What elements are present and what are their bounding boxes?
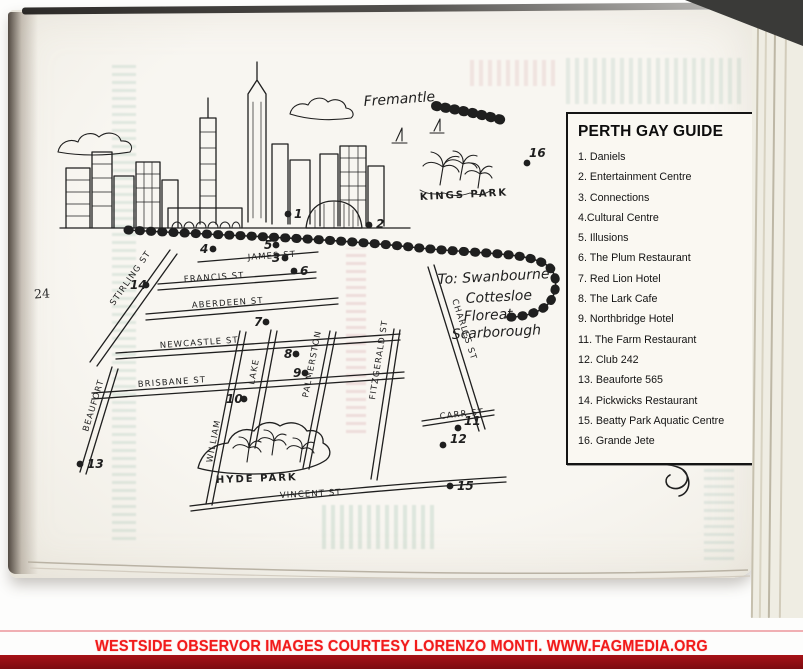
legend-item: 7. Red Lion Hotel xyxy=(578,272,661,285)
legend-item: 3. Connections xyxy=(578,191,650,204)
legend-item: 5. Illusions xyxy=(578,232,629,245)
map-marker-num-1: 1 xyxy=(294,207,302,221)
legend-item: 15. Beatty Park Aquatic Centre xyxy=(578,414,725,427)
street-label-carr-st: CARR ST xyxy=(439,407,484,422)
map-marker-dot-15 xyxy=(446,482,454,490)
map-marker-num-4: 4 xyxy=(199,242,208,256)
map-marker-dot-7 xyxy=(262,318,270,326)
street-label-william: WILLIAM xyxy=(205,419,223,464)
footer-band xyxy=(0,655,803,669)
map-marker-num-6: 6 xyxy=(300,264,308,278)
legend-item: 11. The Farm Restaurant xyxy=(578,333,697,346)
street-grid xyxy=(79,249,507,512)
page-bottom-edge xyxy=(27,561,751,580)
map-marker-dot-13 xyxy=(76,460,84,468)
map-marker-dot-8 xyxy=(292,350,300,358)
map-marker-num-8: 8 xyxy=(284,347,292,361)
hyde-park-shape xyxy=(197,421,331,475)
map-marker-dot-3 xyxy=(281,254,289,262)
destination-note-line-1: To: Swanbourne xyxy=(437,266,550,288)
fremantle-arrow xyxy=(431,101,507,125)
place-label-kings-park: KINGS PARK xyxy=(420,187,509,203)
street-label-lake: LAKE xyxy=(247,358,262,386)
scanline-artifact xyxy=(0,630,803,632)
map-marker-dot-4 xyxy=(209,245,217,253)
legend-title: PERTH GAY GUIDE xyxy=(578,123,724,140)
page-number: 24 xyxy=(33,285,51,302)
legend-item: 1. Daniels xyxy=(578,151,626,163)
legend-item: 2. Entertainment Centre xyxy=(578,171,692,184)
city-skyline xyxy=(59,61,411,229)
street-label-newcastle-st: NEWCASTLE ST xyxy=(160,336,240,351)
street-label-vincent-st: VINCENT ST xyxy=(280,488,342,501)
legend-box: PERTH GAY GUIDE 1. Daniels 2. Entertainme… xyxy=(566,112,765,466)
map-marker-num-14: 14 xyxy=(130,278,147,292)
map-marker-num-10: 10 xyxy=(226,392,243,406)
map-marker-num-7: 7 xyxy=(254,315,263,329)
map-marker-dot-5 xyxy=(272,241,280,249)
map-marker-num-13: 13 xyxy=(87,457,104,471)
legend-list: 1. Daniels 2. Entertainment Centre 3. Conn… xyxy=(578,147,755,451)
map-marker-num-5: 5 xyxy=(264,238,272,252)
street-label-fitzgerald-st: FITZGERALD ST xyxy=(368,319,390,400)
map-marker-num-9: 9 xyxy=(293,366,301,380)
legend-item: 9. Northbridge Hotel xyxy=(578,313,674,326)
place-label-hyde-park: HYDE PARK xyxy=(216,472,298,486)
map-marker-num-12: 12 xyxy=(450,432,467,446)
map-marker-num-16: 16 xyxy=(529,146,546,160)
legend-item: 8. The Lark Cafe xyxy=(578,293,658,306)
map-marker-num-2: 2 xyxy=(376,217,384,231)
map-marker-dot-2 xyxy=(365,221,373,229)
book-spine-shadow xyxy=(8,12,38,574)
legend-item: 12. Club 242 xyxy=(578,353,639,366)
map-marker-num-3: 3 xyxy=(272,251,280,265)
legend-item: 13. Beauforte 565 xyxy=(578,374,663,387)
destination-note-line-3: Floreat xyxy=(463,306,513,325)
destination-note-line-2: Cottesloe xyxy=(465,288,532,307)
map-marker-dot-9 xyxy=(301,369,309,377)
map-marker-num-15: 15 xyxy=(457,479,474,493)
place-label-fremantle: Fremantle xyxy=(363,89,435,110)
railway-line xyxy=(123,225,561,322)
page-edge-line xyxy=(767,14,777,618)
legend-item: 6. The Plum Restaurant xyxy=(578,252,691,265)
map-marker-dot-12 xyxy=(439,441,447,449)
page-edge-line xyxy=(758,14,768,618)
map-marker-dot-14 xyxy=(142,281,150,289)
kings-park-trees xyxy=(419,150,493,196)
page-edge-line xyxy=(750,14,760,618)
page-stack-edges xyxy=(750,14,803,618)
map-marker-dot-11 xyxy=(454,424,462,432)
watermark-text: WESTSIDE OBSERVOR IMAGES COURTESY LORENZ… xyxy=(95,638,708,656)
page-edge-line xyxy=(778,14,788,618)
street-label-brisbane-st: BRISBANE ST xyxy=(138,375,207,390)
map-marker-dot-1 xyxy=(284,210,292,218)
sailboat-icons xyxy=(391,118,445,144)
destination-note-line-4: Scarborough xyxy=(451,322,541,343)
legend-item: 14. Pickwicks Restaurant xyxy=(578,394,698,407)
map-marker-num-11: 11 xyxy=(464,414,481,428)
scan-corner-shadow xyxy=(685,0,803,46)
map-marker-dot-10 xyxy=(240,395,248,403)
cloud-doodles xyxy=(57,97,354,156)
street-label-francis-st: FRANCIS ST xyxy=(184,271,245,285)
map-marker-dot-16 xyxy=(523,159,531,167)
legend-item: 16. Grande Jete xyxy=(578,435,655,448)
legend-item: 4.Cultural Centre xyxy=(578,211,659,224)
map-marker-dot-6 xyxy=(290,267,298,275)
street-label-aberdeen-st: ABERDEEN ST xyxy=(192,296,264,311)
